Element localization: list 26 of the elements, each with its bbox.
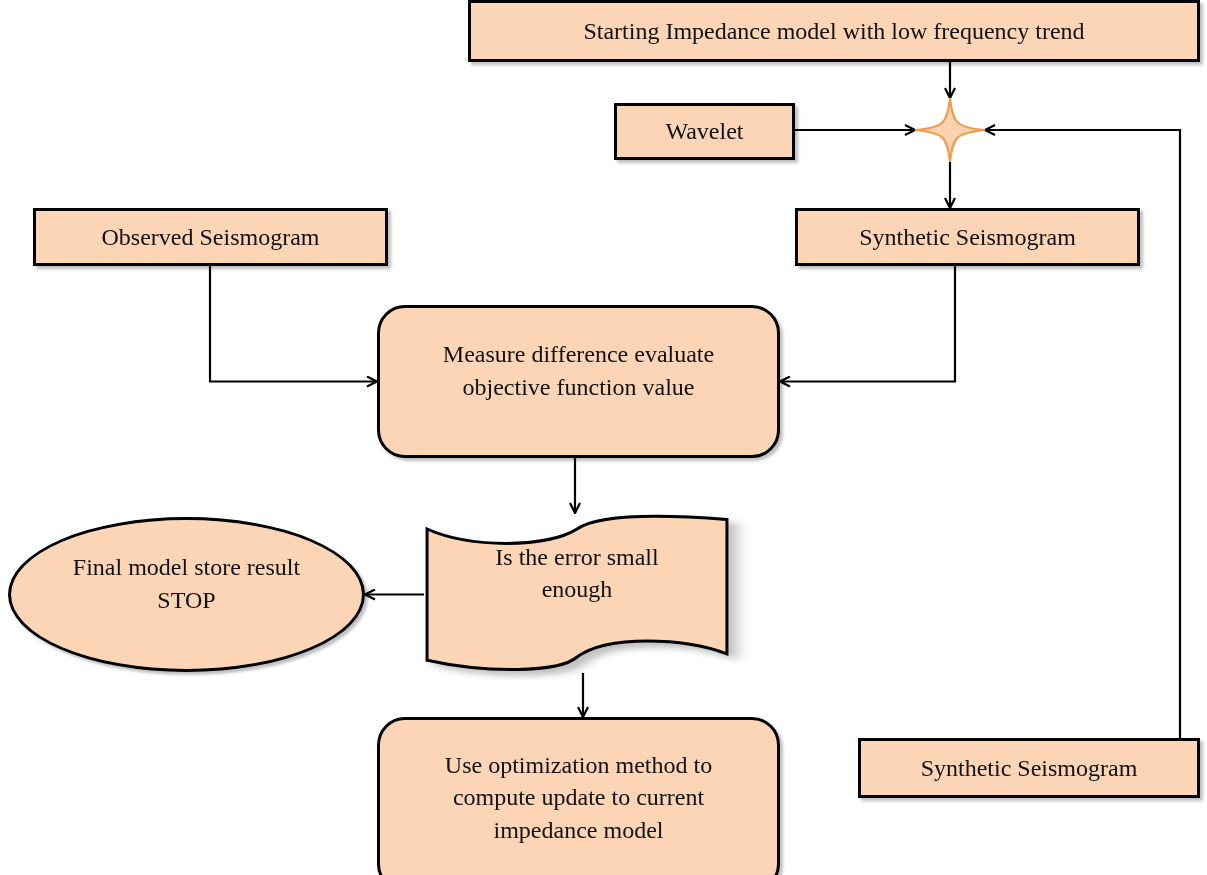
arrow (778, 266, 957, 388)
node-label: Final model store result STOP (71, 553, 302, 615)
arrow (983, 123, 1182, 738)
process-box (614, 103, 795, 160)
process-box (377, 305, 780, 458)
node-label: Observed Seismogram (101, 222, 320, 252)
arrow (943, 162, 957, 210)
node-label: Wavelet (665, 117, 744, 147)
process-box (858, 738, 1200, 798)
node-label: Is the error small enough (494, 542, 660, 604)
node-label: Use optimization method to compute update to current impedance model (443, 750, 714, 845)
process-box (377, 717, 780, 875)
document-shape (424, 513, 730, 673)
node-label: Synthetic Seismogram (859, 222, 1076, 252)
arrow (943, 62, 957, 100)
node-label: Starting Impedance model with low frequency trend (583, 16, 1085, 46)
arrow (568, 458, 582, 515)
arrow (208, 266, 379, 388)
arrow (795, 123, 917, 137)
process-box (33, 208, 388, 266)
arrow (363, 588, 424, 601)
process-box (795, 208, 1140, 266)
arrow (576, 673, 590, 719)
node-label: Synthetic Seismogram (920, 753, 1138, 783)
node-label: Measure difference evaluate objective function value (441, 340, 716, 402)
process-box (468, 0, 1200, 62)
